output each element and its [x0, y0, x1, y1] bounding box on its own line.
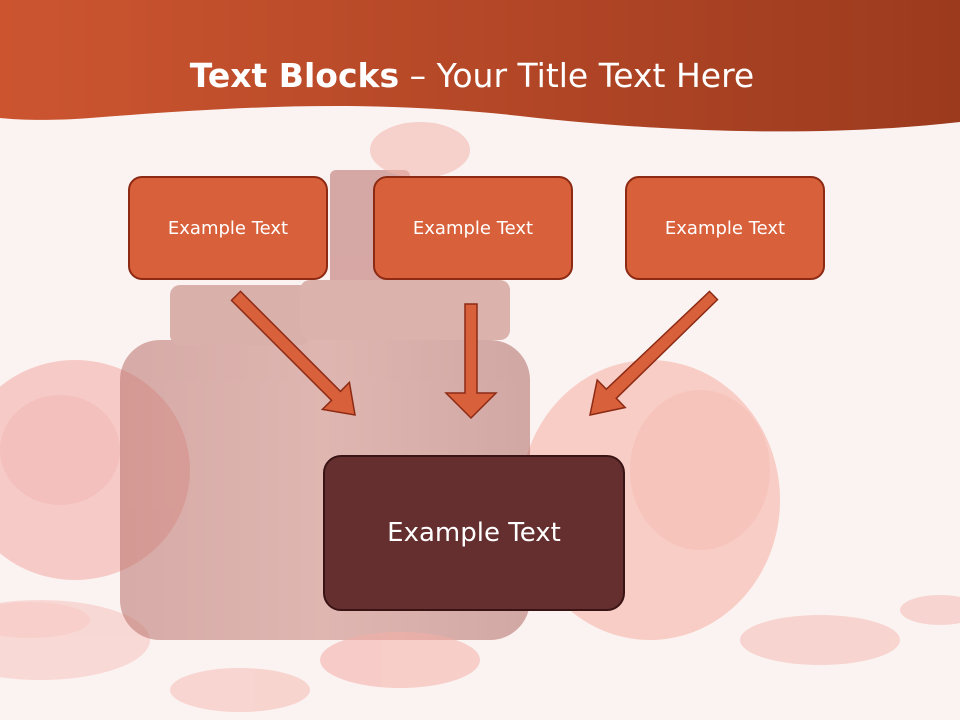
petals-decor — [0, 122, 480, 712]
text-box-left[interactable]: Example Text — [128, 176, 328, 280]
slide-title: Text Blocks – Your Title Text Here — [0, 52, 944, 100]
title-rest: Your Title Text Here — [436, 56, 755, 95]
text-box-center[interactable]: Example Text — [373, 176, 573, 280]
title-bold: Text Blocks — [189, 56, 400, 95]
header-band — [0, 0, 960, 132]
text-box-right[interactable]: Example Text — [625, 176, 825, 280]
title-dash: – — [399, 56, 437, 95]
text-box-main[interactable]: Example Text — [323, 455, 625, 611]
